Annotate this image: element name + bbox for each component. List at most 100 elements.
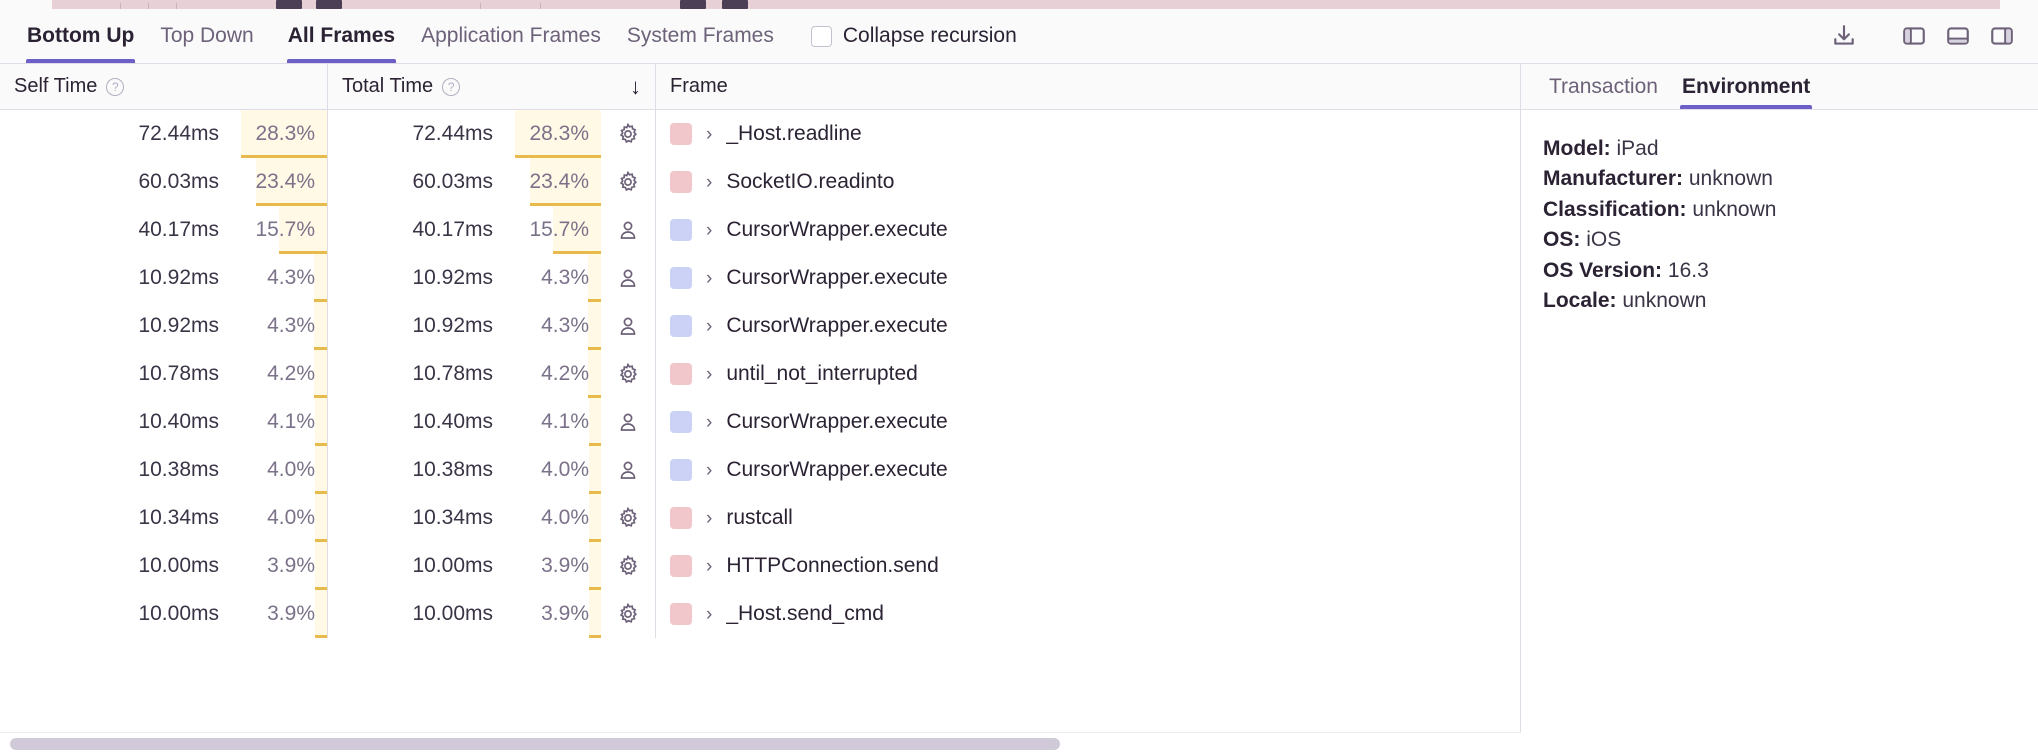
self-time-percent: 4.0% <box>235 446 327 494</box>
percent-bar <box>588 299 601 302</box>
tab-bottom-up-label: Bottom Up <box>27 24 135 47</box>
percent-background <box>256 158 327 206</box>
horizontal-scrollbar[interactable] <box>0 732 1521 754</box>
help-icon[interactable]: ? <box>442 77 461 96</box>
chevron-right-icon[interactable]: › <box>706 603 713 625</box>
sort-descending-icon[interactable]: ↓ <box>630 73 641 99</box>
frame-cell[interactable]: ›CursorWrapper.execute <box>656 398 1520 446</box>
flamegraph-block[interactable] <box>316 0 342 9</box>
frame-cell[interactable]: ›CursorWrapper.execute <box>656 446 1520 494</box>
environment-value: iOS <box>1586 228 1622 252</box>
chevron-right-icon[interactable]: › <box>706 171 713 193</box>
frame-kind-icon[interactable] <box>601 302 655 350</box>
total-time-value: 10.00ms <box>412 554 493 577</box>
frame-cell[interactable]: ›SocketIO.readinto <box>656 158 1520 206</box>
frame-kind-icon[interactable] <box>601 398 655 446</box>
flamegraph-block[interactable] <box>276 0 302 9</box>
frame-kind-icon[interactable] <box>601 110 655 158</box>
tab-top-down[interactable]: Top Down <box>147 9 266 63</box>
frame-kind-icon[interactable] <box>601 254 655 302</box>
scrollbar-track[interactable] <box>0 737 1521 750</box>
frame-cell[interactable]: › until_not_interrupted <box>656 350 1520 398</box>
frame-kind-icon[interactable] <box>601 158 655 206</box>
frame-kind-icon[interactable] <box>601 446 655 494</box>
column-header-self-time[interactable]: Self Time ? <box>0 64 328 109</box>
frame-cell[interactable]: ›_Host.send_cmd <box>656 590 1520 638</box>
chevron-right-icon[interactable]: › <box>706 459 713 481</box>
details-tab-strip: Transaction Environment <box>1521 64 2038 110</box>
self-time-percent: 3.9% <box>235 590 327 638</box>
flamegraph-block[interactable] <box>722 0 748 9</box>
frame-name: until_not_interrupted <box>726 362 918 385</box>
total-time-percent-label: 4.3% <box>541 266 589 289</box>
tab-system-frames[interactable]: System Frames <box>614 9 787 63</box>
column-header-frame[interactable]: Frame <box>656 64 1520 109</box>
percent-background <box>314 350 327 398</box>
tab-application-frames[interactable]: Application Frames <box>408 9 614 63</box>
column-header-total-time[interactable]: Total Time ? ↓ <box>328 64 656 109</box>
frame-kind-icon[interactable] <box>601 542 655 590</box>
collapse-recursion-checkbox[interactable]: Collapse recursion <box>810 24 1017 48</box>
percent-background <box>279 206 327 254</box>
chevron-right-icon[interactable]: › <box>706 411 713 433</box>
scrollbar-thumb[interactable] <box>10 737 1060 750</box>
frame-cell[interactable]: ›CursorWrapper.execute <box>656 206 1520 254</box>
percent-bar <box>588 395 601 398</box>
right-panel-icon[interactable] <box>1980 14 2024 58</box>
self-time-value: 10.00ms <box>138 602 219 625</box>
frame-name: rustcall <box>726 506 793 529</box>
system-frame-icon <box>619 122 637 144</box>
percent-bar <box>315 587 327 590</box>
tab-environment[interactable]: Environment <box>1670 64 1822 109</box>
frame-cell[interactable]: ›CursorWrapper.execute <box>656 254 1520 302</box>
self-time-value: 10.92ms <box>138 314 219 337</box>
frame-cell[interactable]: ›_Host.readline <box>656 110 1520 158</box>
download-icon[interactable] <box>1822 14 1866 58</box>
tab-transaction[interactable]: Transaction <box>1537 64 1670 109</box>
percent-bar <box>553 251 601 254</box>
help-icon[interactable]: ? <box>106 77 125 96</box>
chevron-right-icon[interactable]: › <box>706 315 713 337</box>
frame-kind-icon[interactable] <box>601 206 655 254</box>
percent-bar <box>315 635 327 638</box>
application-frame-icon <box>620 221 636 239</box>
chevron-right-icon[interactable]: › <box>706 219 713 241</box>
flamegraph-block[interactable] <box>680 0 706 9</box>
frame-kind-icon[interactable] <box>601 590 655 638</box>
application-frame-icon <box>620 269 636 287</box>
percent-bar <box>589 587 601 590</box>
frame-cell[interactable]: › rustcall <box>656 494 1520 542</box>
frame-kind-icon[interactable] <box>601 350 655 398</box>
chevron-right-icon[interactable]: › <box>706 555 713 577</box>
bottom-panel-icon[interactable] <box>1936 14 1980 58</box>
tab-bottom-up[interactable]: Bottom Up <box>14 9 147 63</box>
tab-all-frames[interactable]: All Frames <box>275 9 408 63</box>
chevron-right-icon[interactable]: › <box>706 123 713 145</box>
column-header-total-time-label: Total Time <box>342 75 434 97</box>
frame-kind-icon[interactable] <box>601 494 655 542</box>
flamegraph-strip[interactable] <box>0 0 2038 9</box>
frame-cell[interactable]: ›CursorWrapper.execute <box>656 302 1520 350</box>
left-panel-icon[interactable] <box>1892 14 1936 58</box>
frame-cell[interactable]: ›HTTPConnection.send <box>656 542 1520 590</box>
checkbox-box[interactable] <box>810 25 832 47</box>
chevron-right-icon[interactable]: › <box>706 363 713 385</box>
chevron-right-icon[interactable]: › <box>706 267 713 289</box>
chevron-right-icon[interactable]: › <box>706 507 713 529</box>
